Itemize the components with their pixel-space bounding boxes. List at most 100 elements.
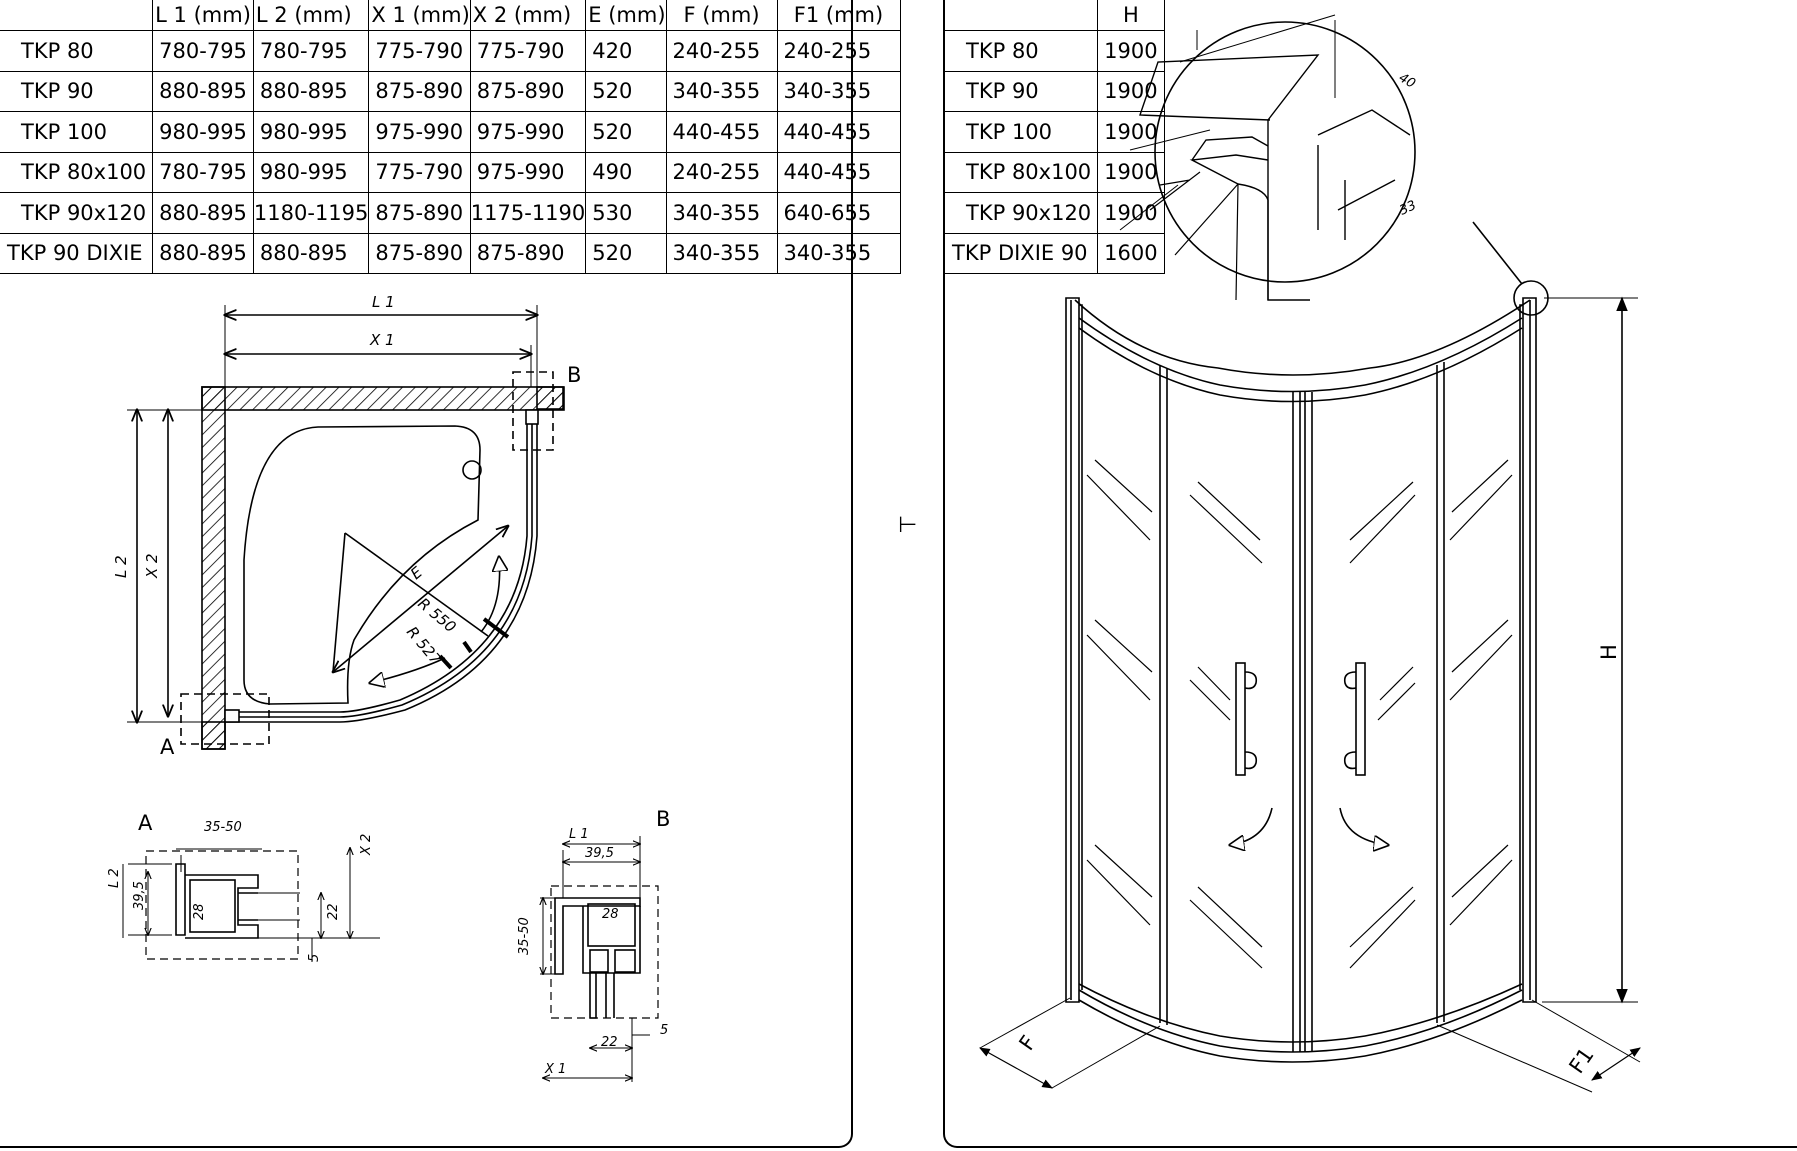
glass-reflection <box>1086 459 1513 969</box>
table-cell: 340-355 <box>776 70 901 112</box>
left-panel <box>0 0 853 1148</box>
detail-a-drawing <box>122 848 380 962</box>
height-table-header: H <box>942 0 1165 31</box>
detail-b-labels: B L 1 39,5 28 35-50 22 5 X 1 <box>517 807 670 1077</box>
dim-label: 35-50 <box>204 820 242 835</box>
dim-label: 5 <box>660 1023 668 1038</box>
label-f1: F1 <box>1564 1043 1598 1078</box>
table-cell: 1600 <box>1097 232 1165 274</box>
swing-arrow-left <box>1230 807 1273 845</box>
table-cell: 775-790 <box>469 30 587 72</box>
fixed-panel-right-edge <box>1436 362 1445 1023</box>
table-cell: 340-355 <box>665 232 778 274</box>
table-cell: 875-890 <box>368 192 471 234</box>
table-cell: 975-990 <box>469 151 587 193</box>
table-cell: 440-455 <box>776 111 901 153</box>
enclosure-glass-arc <box>225 412 533 718</box>
table-cell: 880-895 <box>152 232 254 274</box>
wall-b-stub <box>536 386 564 410</box>
header-cell: F1 (mm) <box>776 0 901 31</box>
table-cell: 1900 <box>1097 30 1165 72</box>
dim-label: X 2 <box>359 834 374 856</box>
table-cell: 880-895 <box>152 192 254 234</box>
callout-a: A <box>160 735 175 759</box>
table-cell: 520 <box>585 111 667 153</box>
dim-label: 28 <box>602 907 619 922</box>
detail-b-box <box>512 371 554 451</box>
label-x1: X 1 <box>369 331 395 349</box>
table-cell: 420 <box>585 30 667 72</box>
label-x2: X 2 <box>143 553 161 579</box>
table-cell: 880-895 <box>252 70 370 112</box>
table-cell: TKP 90x120 <box>942 192 1099 234</box>
header-cell: L 2 (mm) <box>252 0 370 31</box>
dim-label: L 2 <box>107 868 122 888</box>
dim-line-f <box>979 1047 1053 1089</box>
table-cell: TKP 90 <box>942 70 1099 112</box>
table-row: TKP 90 DIXIE 880-895 880-895 875-890 875… <box>0 232 901 274</box>
center-tick-mark: ⊢ <box>898 513 918 538</box>
label-l1: L 1 <box>372 293 395 311</box>
header-cell: X 1 (mm) <box>368 0 471 31</box>
table-cell: 1175-1190 <box>469 192 587 234</box>
callout-b: B <box>567 363 581 387</box>
table-row: TKP 90x120 880-895 1180-1195 875-890 117… <box>0 192 901 234</box>
wall-top <box>201 386 565 411</box>
dim-label: 39,5 <box>132 881 147 910</box>
table-cell: 780-795 <box>252 30 370 72</box>
dimensions-table: L 1 (mm) L 2 (mm) X 1 (mm) X 2 (mm) E (m… <box>0 0 901 274</box>
table-cell: TKP 100 <box>942 111 1099 153</box>
dim-label: 5 <box>307 954 322 962</box>
table-cell: TKP 80x100 <box>942 151 1099 193</box>
detail-a-title: A <box>138 811 153 835</box>
dim-label: 28 <box>192 903 207 920</box>
right-wall-profile <box>1519 297 1537 1003</box>
fixed-panel-left-edge <box>1159 365 1168 1025</box>
table-cell: 340-355 <box>665 70 778 112</box>
header-cell: X 2 (mm) <box>469 0 587 31</box>
table-cell: 340-355 <box>776 232 901 274</box>
drain-icon <box>462 460 482 480</box>
top-rail <box>1074 299 1531 376</box>
label-f: F <box>1014 1031 1041 1055</box>
detail-b-title: B <box>656 807 670 831</box>
label-h: H <box>1597 644 1621 660</box>
table-cell: 1900 <box>1097 111 1165 153</box>
zoom-label-33: 33 <box>1397 198 1418 219</box>
profile-a <box>224 709 240 723</box>
header-cell: F (mm) <box>665 0 778 31</box>
zoom-label-40: 40 <box>1396 70 1418 91</box>
wall-a-stub <box>201 721 226 750</box>
dimensions-table-header: L 1 (mm) L 2 (mm) X 1 (mm) X 2 (mm) E (m… <box>0 0 901 31</box>
table-cell: 880-895 <box>252 232 370 274</box>
table-cell: 1900 <box>1097 192 1165 234</box>
plan-labels: L 1 X 1 L 2 X 2 E R 550 R 527 B A <box>112 293 581 759</box>
enclosure-inner-arc <box>225 412 528 713</box>
profile-b <box>525 409 539 425</box>
table-cell: 240-255 <box>665 30 778 72</box>
enclosure-outer-arc <box>225 412 538 723</box>
table-cell: TKP 100 <box>0 111 154 153</box>
table-cell: 975-990 <box>469 111 587 153</box>
dim-label: 22 <box>601 1035 618 1050</box>
table-cell: 775-790 <box>368 30 471 72</box>
table-cell: 1180-1195 <box>252 192 370 234</box>
table-cell: 1900 <box>1097 151 1165 193</box>
table-cell: TKP 90 <box>0 70 154 112</box>
door-left <box>1292 392 1301 1052</box>
table-cell: 780-795 <box>152 30 254 72</box>
dim-label: X 1 <box>544 1062 566 1077</box>
table-cell: TKP DIXIE 90 <box>942 232 1099 274</box>
handle-left <box>1235 662 1246 776</box>
table-cell: 875-890 <box>469 232 587 274</box>
dim-label: 39,5 <box>585 846 614 861</box>
table-cell: 640-655 <box>776 192 901 234</box>
table-cell: 875-890 <box>368 70 471 112</box>
label-r527: R 527 <box>403 623 445 668</box>
left-wall-profile <box>1065 297 1083 1003</box>
table-cell: 980-995 <box>152 111 254 153</box>
